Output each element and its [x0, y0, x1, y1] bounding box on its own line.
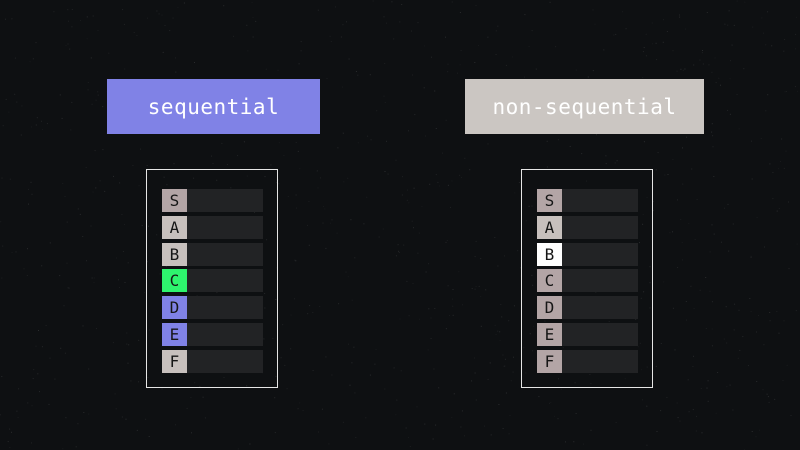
sequential-slot-label: D [162, 296, 187, 320]
non-sequential-slot-row: F [537, 349, 638, 373]
sequential-slot-label: B [162, 242, 187, 266]
sequential-slot-label: S [162, 189, 187, 212]
sequential-slot-row: B [162, 242, 263, 266]
sequential-slot-row: S [162, 189, 263, 212]
non-sequential-slot-row: C [537, 269, 638, 293]
non-sequential-slot-label: C [537, 269, 562, 293]
non-sequential-slot-row: S [537, 189, 638, 212]
sequential-slot-row: D [162, 296, 263, 320]
sequential-slot-row: E [162, 323, 263, 346]
non-sequential-heading: non-sequential [465, 79, 704, 134]
sequential-slot-row: A [162, 215, 263, 239]
non-sequential-slot-label: A [537, 215, 562, 239]
non-sequential-slot-row: D [537, 296, 638, 320]
sequential-slot-label: C [162, 269, 187, 293]
non-sequential-slot-label: S [537, 189, 562, 212]
non-sequential-slot-row: E [537, 323, 638, 346]
sequential-slot-row: C [162, 269, 263, 293]
sequential-slot-label: E [162, 323, 187, 346]
sequential-slot-row: F [162, 349, 263, 373]
non-sequential-slot-label: B [537, 242, 562, 266]
sequential-heading: sequential [107, 79, 320, 134]
non-sequential-slot-label: E [537, 323, 562, 346]
non-sequential-slot-row: B [537, 242, 638, 266]
non-sequential-slot-label: F [537, 349, 562, 373]
sequential-slot-label: A [162, 215, 187, 239]
sequential-slot-label: F [162, 349, 187, 373]
non-sequential-slot-label: D [537, 296, 562, 320]
non-sequential-slot-row: A [537, 215, 638, 239]
